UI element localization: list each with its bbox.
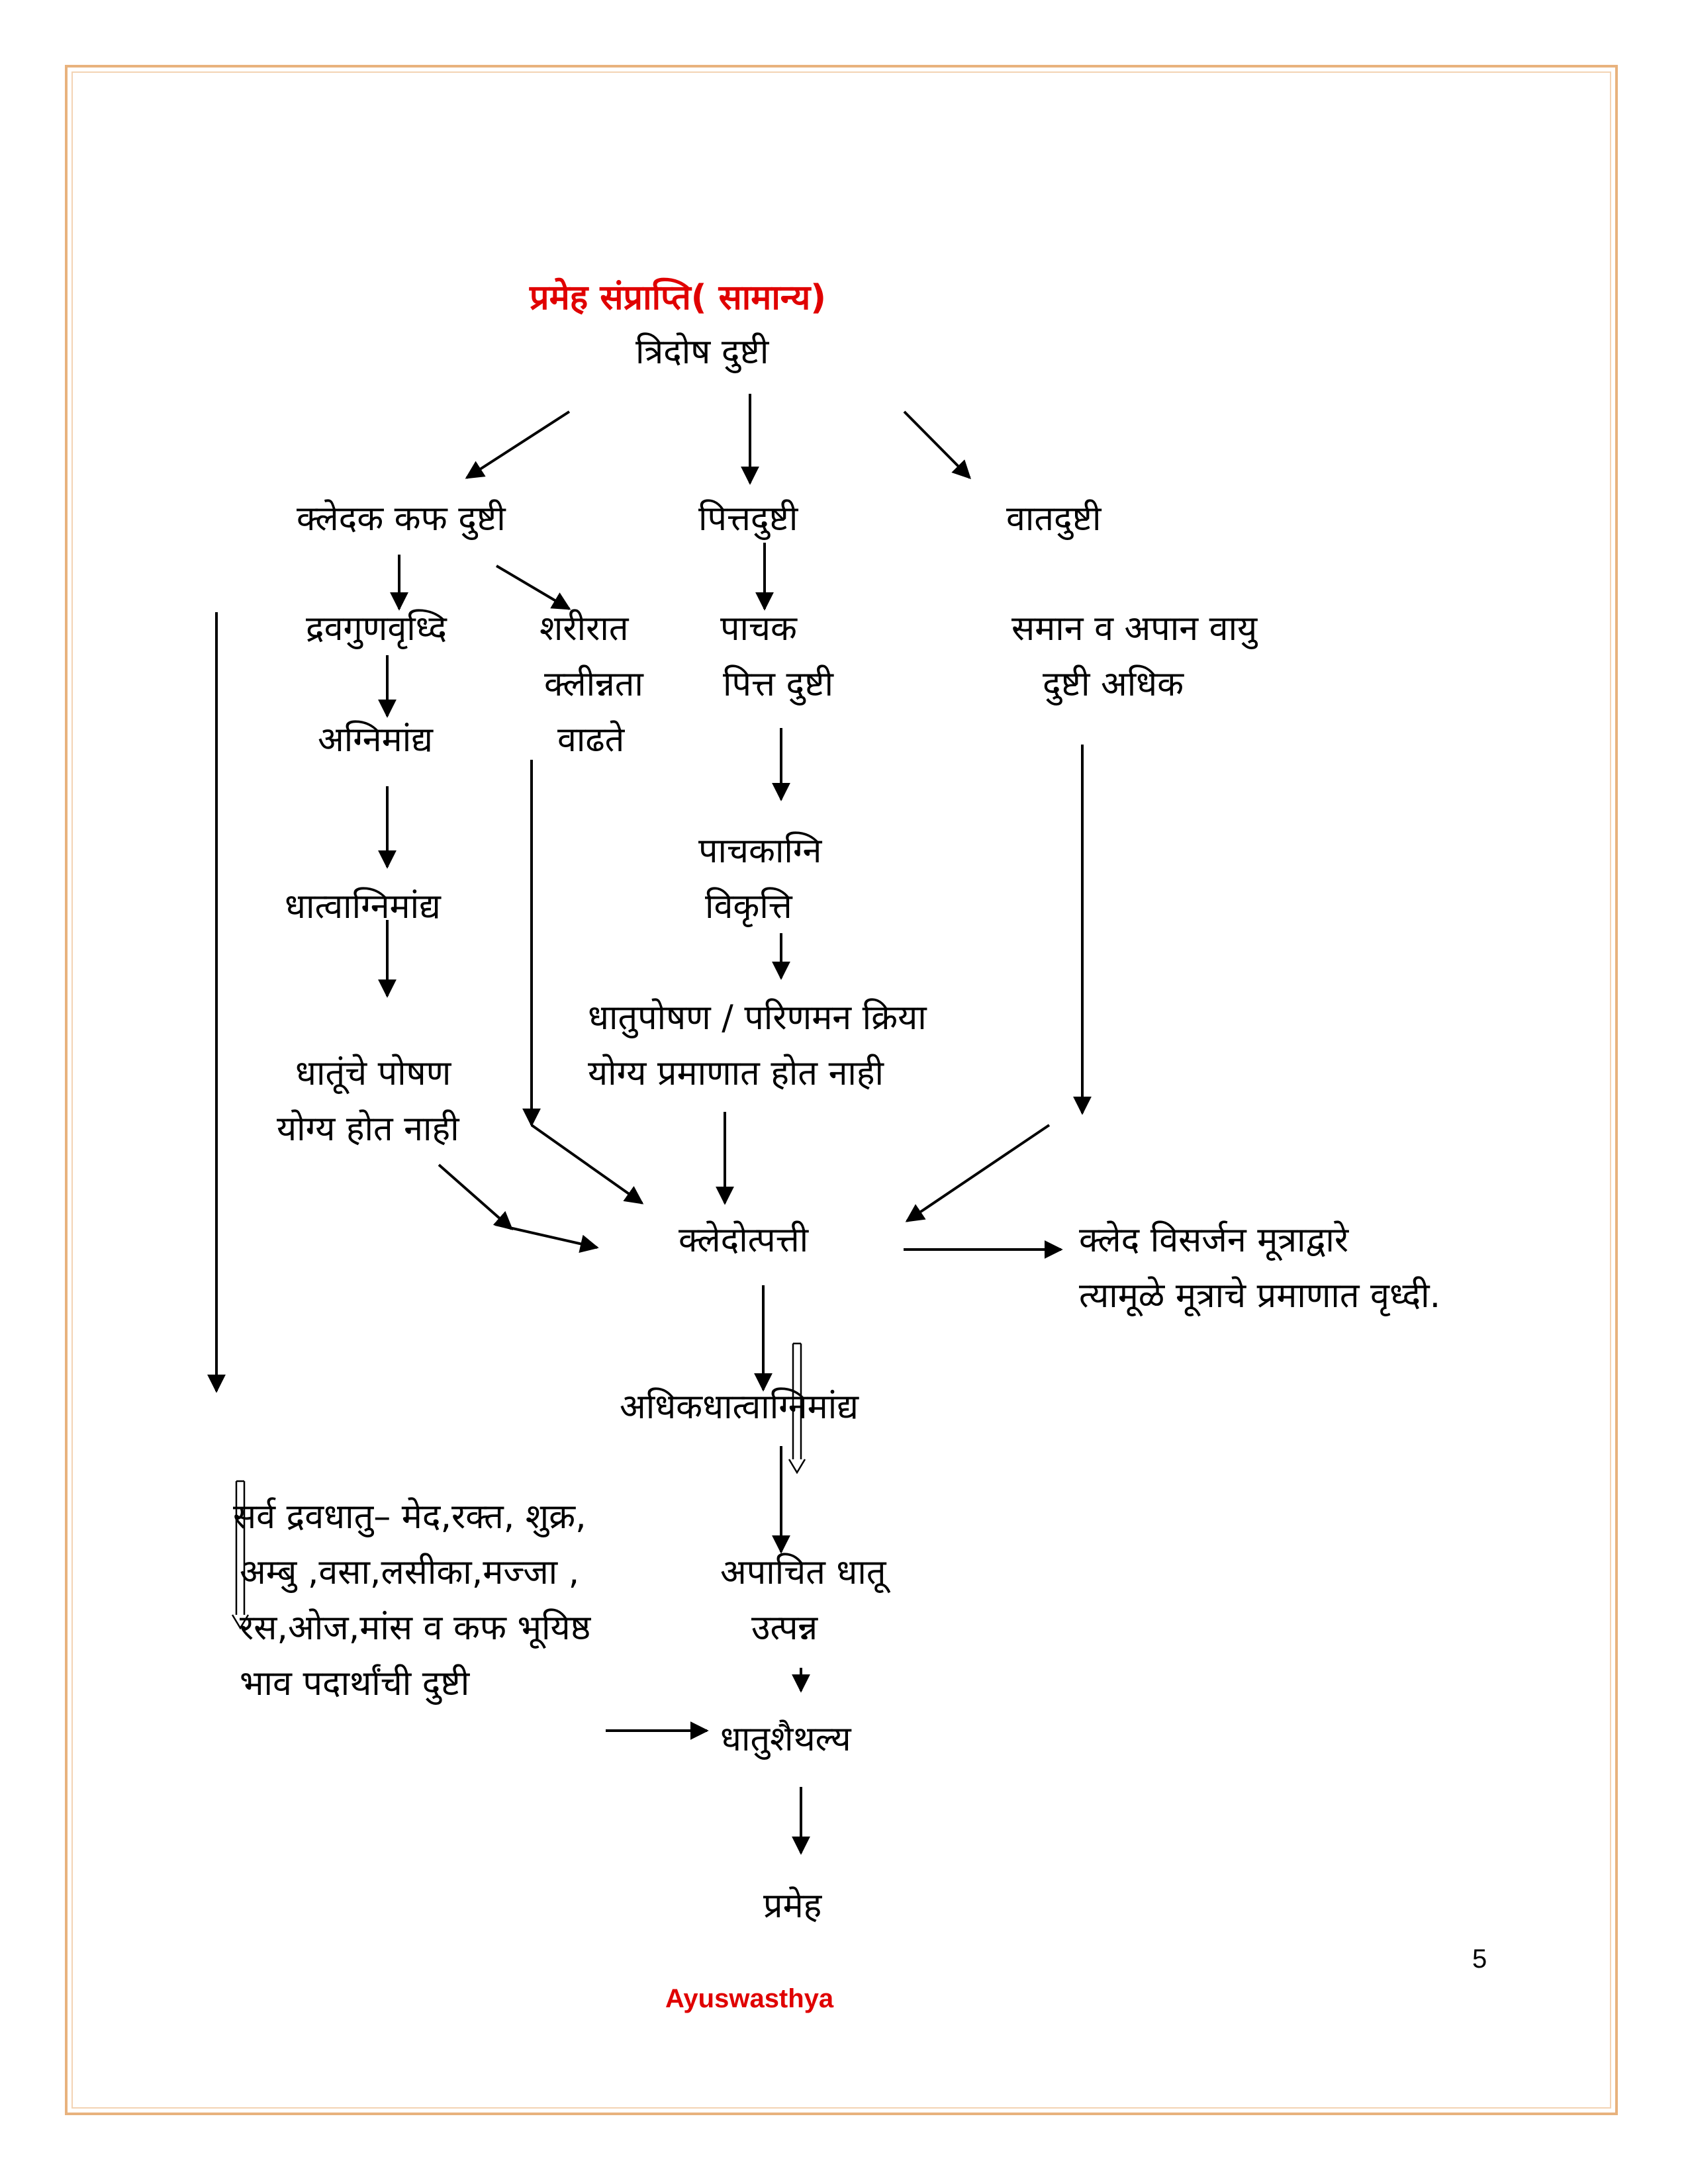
arrow-mid-kledotpatti <box>494 1223 599 1253</box>
double-arrow-sarva <box>231 1480 250 1630</box>
node-dhatushaithilya: धातुशैथल्य <box>720 1719 851 1759</box>
node-pachakagni-2: विकृत्ति <box>705 887 792 927</box>
node-apachit-dhatu-2: उत्पन्न <box>751 1608 818 1648</box>
node-pachak-pitta-1: पाचक <box>720 609 797 649</box>
double-arrow-adhik <box>788 1342 806 1475</box>
arrow-vata-kledotpatti <box>905 1124 1051 1222</box>
node-kledotpatti: क्लेदोत्पत्ती <box>679 1220 809 1260</box>
node-dhatunche-poshan-1: धातूंचे पोषण <box>295 1054 451 1093</box>
page-number: 5 <box>1472 1944 1487 1974</box>
node-pitta-dushti: पित्तदुष्टी <box>698 499 798 539</box>
node-saman-apan-1: समान व अपान वायु <box>1011 609 1258 649</box>
node-sarva-dravadhatu-2: अम्बु ,वसा,लसीका,मज्जा , <box>240 1553 580 1592</box>
node-dhatunche-poshan-2: योग्य होत नाही <box>277 1109 459 1149</box>
node-dravaguna-vruddhi: द्रवगुणवृध्दि <box>306 609 447 649</box>
node-agnimandya: अग्निमांद्य <box>318 720 433 760</box>
node-sharirat-2: क्लीन्नता <box>544 664 643 704</box>
node-sarva-dravadhatu-1: सर्व द्रवधातु– मेद,रक्त, शुक्र, <box>233 1497 586 1537</box>
node-dhatuposhan-1: धातुपोषण / परिणमन क्रिया <box>588 998 927 1038</box>
node-sarva-dravadhatu-3: रस,ओज,मांस व कफ भूयिष्ठ <box>240 1608 591 1648</box>
node-prameha: प्रमेह <box>763 1886 822 1926</box>
node-dhatuposhan-2: योग्य प्रमाणात होत नाही <box>588 1054 884 1093</box>
arrow-tridosha-vata <box>903 410 971 479</box>
footer-brand: Ayuswasthya <box>665 1984 834 2013</box>
node-kledak-kapha: क्लेदक कफ दुष्टी <box>297 499 506 539</box>
arrow-poshan-mid <box>438 1163 514 1230</box>
arrow-tridosha-kapha <box>465 410 571 479</box>
node-dhatvagnimandya: धात्वाग्निमांद्य <box>285 887 441 927</box>
node-sharirat-1: शरीरात <box>539 609 629 649</box>
node-saman-apan-2: दुष्टी अधिक <box>1043 664 1184 704</box>
page-border <box>65 65 1618 2115</box>
arrow-sharirat-kledotpatti <box>530 1124 644 1205</box>
node-pachakagni-1: पाचकाग्नि <box>698 831 822 871</box>
page-title: प्रमेह संप्राप्ति( सामान्य) <box>530 278 827 318</box>
node-sarva-dravadhatu-4: भाव पदार्थांची दुष्टी <box>240 1664 470 1704</box>
node-vata-dushti: वातदुष्टी <box>1006 499 1102 539</box>
node-kled-visarjan-1: क्लेद विसर्जन मूत्राद्वारे <box>1079 1220 1349 1260</box>
node-apachit-dhatu-1: अपाचित धातू <box>720 1553 886 1592</box>
node-kled-visarjan-2: त्यामूळे मूत्राचे प्रमाणात वृध्दी. <box>1079 1276 1441 1316</box>
node-pachak-pitta-2: पित्त दुष्टी <box>723 664 833 704</box>
arrow-kapha-sharirat <box>495 565 571 610</box>
node-tridosha: त्रिदोष दुष्टी <box>635 332 769 372</box>
node-sharirat-3: वाढते <box>557 720 625 760</box>
node-adhik-dhatvagnimandya: अधिकधात्वाग्निमांद्य <box>620 1387 859 1427</box>
page-border-inner <box>71 71 1611 2109</box>
